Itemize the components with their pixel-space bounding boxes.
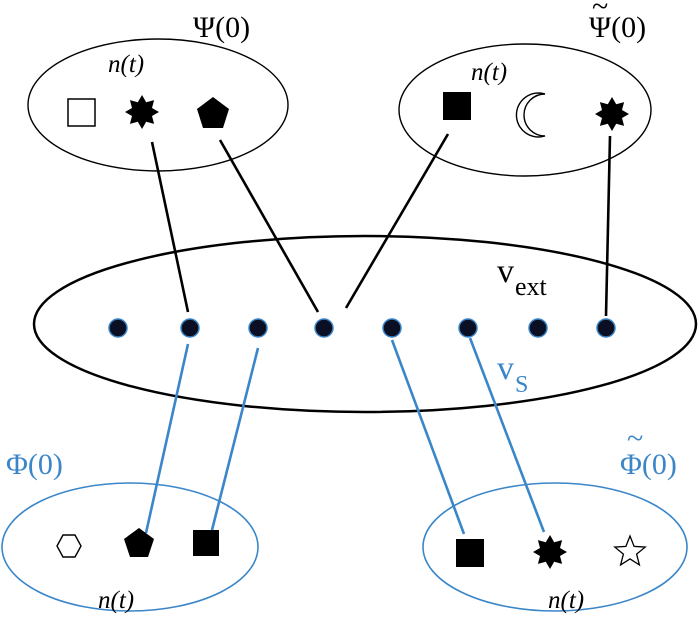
phi0-tilde-ellipse xyxy=(422,482,688,612)
connector-psi0tilde-star xyxy=(604,135,612,317)
psi0-tilde-label: Ψ(0) xyxy=(589,11,646,44)
connector-psi0-pentagon xyxy=(218,139,320,313)
connector-phi0-square xyxy=(210,347,260,531)
eight-point-star-icon xyxy=(595,97,629,131)
filled-pentagon-icon xyxy=(124,528,154,557)
phi0-ellipse xyxy=(1,482,259,612)
central-dot xyxy=(596,318,616,338)
phi0-tilde-n-label: n(t) xyxy=(548,587,584,614)
psi0-label: Ψ(0) xyxy=(193,11,250,44)
central-ellipse xyxy=(32,234,698,414)
phi0-tilde-label: Φ(0) xyxy=(620,448,677,481)
central-dot xyxy=(382,318,402,338)
v-s-subscript: S xyxy=(515,372,528,398)
phi0-label: Φ(0) xyxy=(6,448,63,481)
central-dot xyxy=(248,318,268,338)
connector-phi0tilde-square xyxy=(390,339,466,535)
crescent-moon-icon xyxy=(515,92,546,138)
v-ext-label: v xyxy=(497,253,514,290)
eight-point-star-icon xyxy=(533,535,567,569)
open-star-icon xyxy=(613,534,647,567)
psi0-tilde-ellipse xyxy=(398,43,652,177)
central-dot xyxy=(108,318,128,338)
eight-point-star-icon xyxy=(125,95,159,129)
connector-phi0tilde-star xyxy=(468,337,546,533)
black-connectors xyxy=(150,133,612,317)
filled-square-icon xyxy=(193,530,219,556)
psi0-ellipse xyxy=(27,38,289,172)
central-dot xyxy=(458,318,478,338)
connector-psi0tilde-square xyxy=(344,133,450,309)
blue-connectors xyxy=(144,337,546,535)
v-s-label: v xyxy=(497,350,514,387)
central-dots xyxy=(108,318,616,338)
phi0-n-label: n(t) xyxy=(98,587,134,614)
central-dot xyxy=(180,318,200,338)
connector-psi0-star xyxy=(150,141,190,313)
phi0-tilde-mark: ~ xyxy=(627,422,643,455)
central-dot xyxy=(314,318,334,338)
psi0-tilde-mark: ~ xyxy=(592,0,608,23)
psi0-n-label: n(t) xyxy=(108,51,144,78)
filled-pentagon-icon xyxy=(197,97,229,128)
open-square-icon xyxy=(67,98,96,127)
central-dot xyxy=(528,318,548,338)
connector-phi0-pentagon xyxy=(144,343,190,534)
filled-square-icon xyxy=(443,92,471,120)
open-hexagon-icon xyxy=(56,534,82,558)
filled-square-icon xyxy=(456,539,484,567)
psi0-tilde-n-label: n(t) xyxy=(471,59,507,86)
v-ext-subscript: ext xyxy=(515,272,548,301)
